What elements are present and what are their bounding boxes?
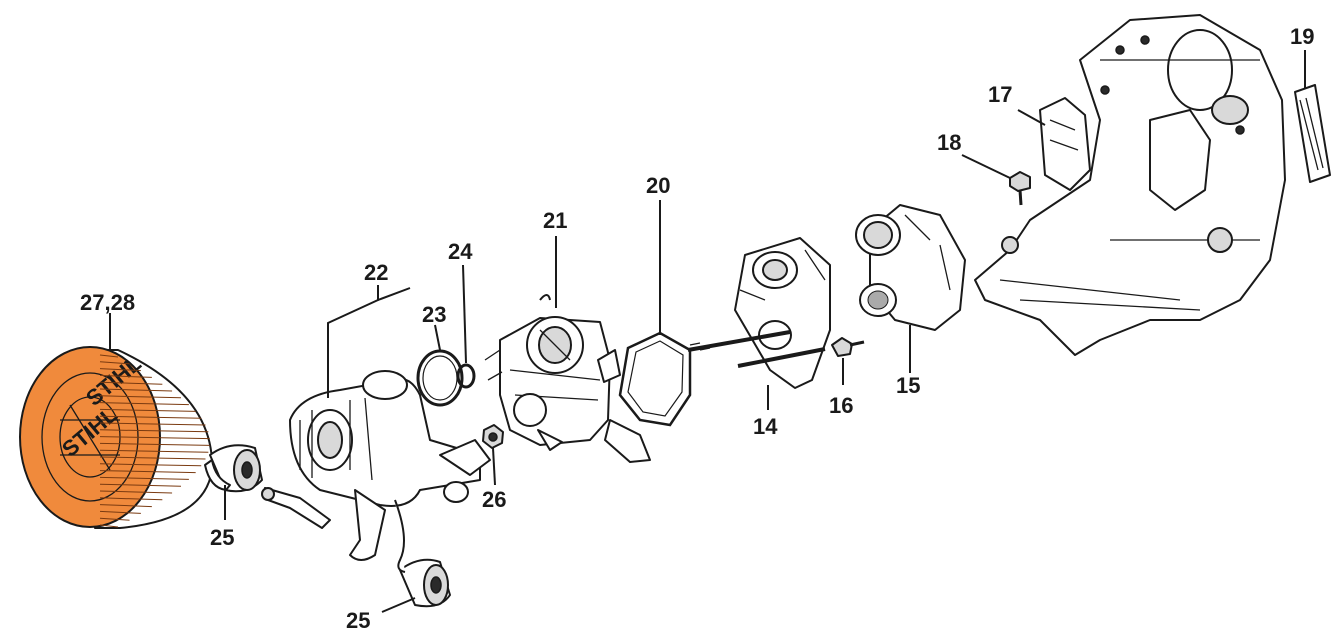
part-screw-18[interactable]	[1009, 171, 1031, 206]
label-23: 23	[422, 302, 446, 327]
part-gasket[interactable]	[618, 331, 692, 427]
filter-pleat-line	[99, 442, 210, 446]
filter-pleat-line	[99, 504, 152, 508]
filter-pleat-line	[99, 476, 189, 480]
label-26: 26	[482, 487, 506, 512]
filter-pleat-line	[99, 483, 181, 487]
filter-pleat-line	[99, 408, 196, 412]
label-24: 24	[448, 239, 473, 264]
filter-pleat-line	[99, 381, 163, 385]
filter-pleat-line	[99, 429, 209, 433]
filter-pleat-line	[99, 456, 206, 460]
label-14: 14	[753, 414, 778, 439]
filter-pleat-line	[99, 374, 152, 378]
label-22: 22	[364, 260, 388, 285]
part-carburetor[interactable]	[484, 294, 651, 463]
filter-pleat-line	[99, 388, 173, 392]
filter-pleat-line	[99, 524, 119, 528]
filter-pleat-line	[99, 422, 206, 426]
label-27-28: 27,28	[80, 290, 135, 315]
part-nut[interactable]	[482, 424, 504, 449]
filter-pleat-line	[99, 449, 209, 453]
part-housing-clip[interactable]	[1039, 97, 1091, 191]
filter-pleat-line	[99, 517, 130, 521]
filter-pleat-line	[99, 470, 196, 474]
part-o-ring-large[interactable]	[416, 349, 464, 407]
filter-pleat-line	[99, 463, 202, 467]
part-rubber-mount-upper[interactable]	[204, 444, 263, 493]
filter-pleat-line	[99, 402, 189, 406]
leader-lines	[109, 50, 1306, 613]
label-19: 19	[1290, 24, 1314, 49]
part-intake-manifold[interactable]	[855, 204, 966, 331]
label-21: 21	[543, 208, 567, 233]
filter-pleat-line	[99, 395, 181, 399]
part-engine-housing[interactable]	[974, 14, 1286, 356]
filter-pleat-line	[99, 436, 210, 440]
part-screw-16[interactable]	[831, 337, 865, 357]
label-25-upper: 25	[210, 525, 234, 550]
filter-pleat-line	[99, 497, 163, 501]
part-carburetor-box[interactable]	[261, 370, 491, 573]
label-16: 16	[829, 393, 853, 418]
filter-pleat-line	[99, 368, 141, 372]
filter-pleat-line	[99, 361, 130, 365]
label-20: 20	[646, 173, 670, 198]
label-15: 15	[896, 373, 920, 398]
label-17: 17	[988, 82, 1012, 107]
filter-pleat-line	[99, 354, 119, 358]
part-rubber-mount-lower[interactable]	[399, 558, 451, 608]
label-18: 18	[937, 130, 961, 155]
part-air-filter[interactable]: STIHL STIHL	[19, 346, 214, 529]
filter-pleat-line	[99, 510, 141, 514]
filter-pleat-line	[99, 415, 202, 419]
part-o-ring-small[interactable]	[456, 363, 476, 389]
part-rubber-strip[interactable]	[1294, 84, 1331, 183]
label-25-lower: 25	[346, 608, 370, 633]
part-intake-flange[interactable]	[687, 237, 831, 389]
filter-pleat-line	[99, 490, 173, 494]
